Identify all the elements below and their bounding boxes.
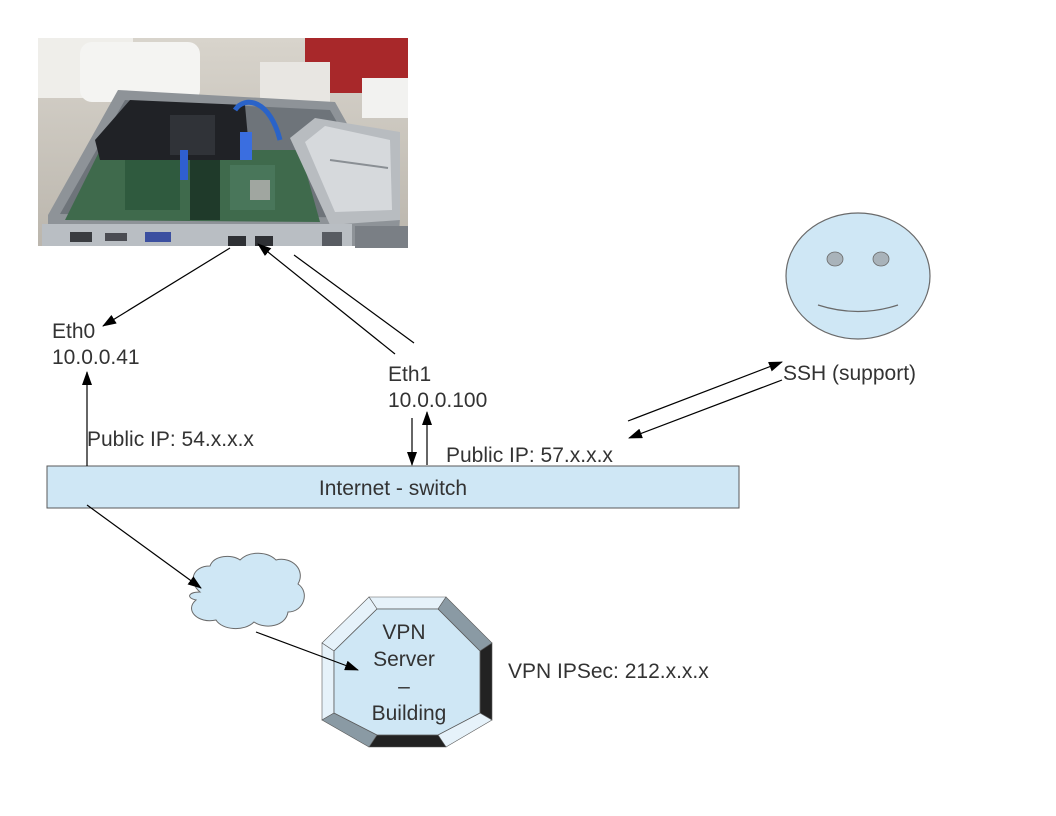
arrow-server-to-eth0 xyxy=(102,247,231,327)
arrow-eth1-to-server xyxy=(257,243,396,355)
vpn-server-label-line3: – xyxy=(398,675,410,698)
eth0-name: Eth0 xyxy=(52,320,95,343)
eth1-ip: 10.0.0.100 xyxy=(388,389,487,412)
ssh-support-label: SSH (support) xyxy=(783,362,916,385)
line-server-to-eth1 xyxy=(293,254,415,344)
server-chassis-photo-icon xyxy=(38,38,408,259)
smiley-face-icon xyxy=(785,212,931,340)
connectors xyxy=(82,243,783,671)
eth0-ip: 10.0.0.41 xyxy=(52,346,140,369)
arrow-to-ssh-support xyxy=(627,361,783,422)
eth1-name: Eth1 xyxy=(388,363,431,386)
arrow-from-ssh-support xyxy=(628,379,783,439)
arrow-switch-to-cloud xyxy=(86,504,202,589)
vpn-server-label-line4: Building xyxy=(372,702,447,725)
vpn-server-label-line2: Server xyxy=(373,648,435,671)
vpn-ipsec-label: VPN IPSec: 212.x.x.x xyxy=(508,660,709,683)
internet-switch: Internet - switch xyxy=(46,465,740,509)
switch-label: Internet - switch xyxy=(319,477,467,500)
cloud-icon xyxy=(189,552,305,629)
vpn-server-label-line1: VPN xyxy=(382,621,425,644)
arrow-cloud-to-vpn xyxy=(255,631,359,671)
public-ip-left: Public IP: 54.x.x.x xyxy=(87,428,254,451)
public-ip-right: Public IP: 57.x.x.x xyxy=(446,444,613,467)
vpn-server-node: VPN Server – Building xyxy=(321,596,493,748)
